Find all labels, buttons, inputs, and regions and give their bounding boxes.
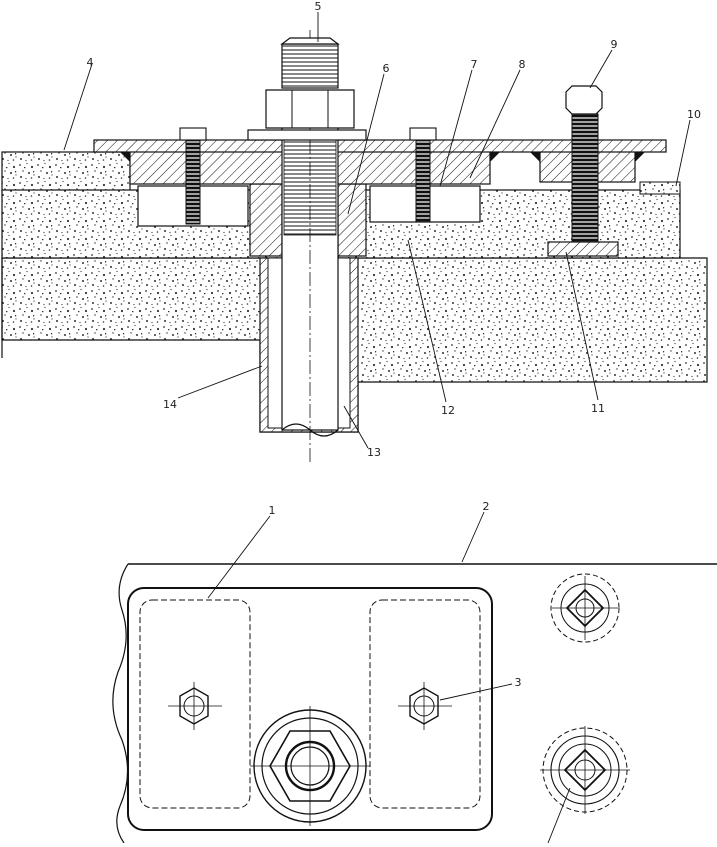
hex-bolt-left	[168, 682, 222, 730]
hex-bolt-right	[398, 682, 452, 730]
main-washer	[247, 129, 367, 141]
callout-2: 2	[483, 500, 490, 513]
embedded-block-right	[337, 183, 367, 257]
break-line	[112, 563, 129, 844]
leader-lines-section	[63, 12, 691, 449]
callout-12: 12	[441, 404, 455, 417]
shim-outline-right	[369, 599, 481, 809]
bolt-top-chamfer	[280, 37, 340, 45]
callout-1: 1	[269, 504, 276, 517]
callout-11: 11	[591, 402, 605, 415]
callout-3: 3	[515, 676, 522, 689]
equipment-flange	[93, 139, 667, 153]
callout-9: 9	[611, 38, 618, 51]
small-bolt-mid	[409, 127, 437, 223]
callout-5: 5	[315, 0, 322, 13]
weld-left	[120, 152, 130, 162]
weld-mid	[490, 152, 500, 162]
embedded-block-left	[249, 183, 283, 257]
leveling-bolt	[565, 85, 603, 255]
right-concrete-step	[639, 181, 681, 195]
leveling-bolt-plan-bottom	[540, 726, 630, 814]
bolt-break-end	[281, 423, 339, 437]
callout-8: 8	[519, 58, 526, 71]
callout-14: 14	[163, 398, 177, 411]
leader-lines-plan	[207, 511, 571, 844]
shim-outline-left	[139, 599, 251, 809]
anchor-bolt-plan	[250, 706, 370, 826]
small-bolt-left	[179, 127, 207, 225]
weld-right2	[635, 152, 645, 162]
plan-view: 1 2 3	[112, 500, 717, 844]
leveling-pad	[547, 241, 619, 257]
callout-10: 10	[687, 108, 701, 121]
weld-right1	[530, 152, 540, 162]
leveling-bolt-plan-top	[550, 573, 620, 643]
main-nut	[265, 89, 355, 129]
callout-4: 4	[87, 56, 94, 69]
callout-7: 7	[471, 58, 478, 71]
left-concrete-step	[1, 151, 131, 193]
callout-13: 13	[367, 446, 381, 459]
bolt-top-thread	[281, 43, 339, 89]
callout-6: 6	[383, 62, 390, 75]
section-view: 4 5 6 7 8 9 10 11 12 13 14	[1, 0, 708, 462]
